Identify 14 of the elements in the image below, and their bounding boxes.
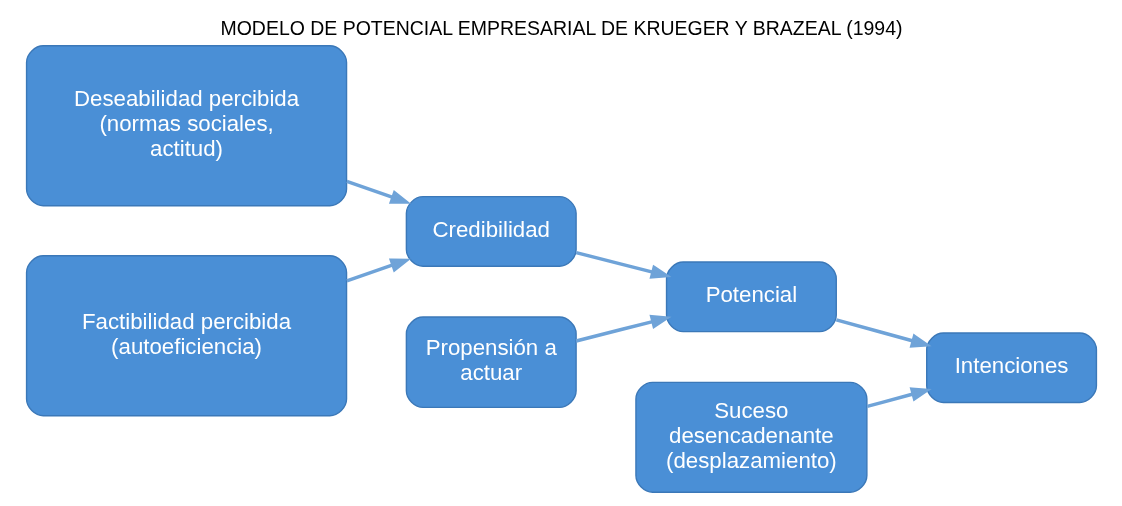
arrow [345,179,411,204]
node-box: Suceso desencadenante (desplazamiento) [634,381,868,493]
node-box: Credibilidad [405,195,577,267]
diagram-title: MODELO DE POTENCIAL EMPRESARIAL DE KRUEGER Y BRAZEAL (1994) [220,16,902,39]
node-box: Factibilidad percibida (autoeficiencia) [25,255,347,417]
node-box: Intenciones [925,332,1097,404]
arrow [866,387,932,409]
node-box: Deseabilidad percibida (normas sociales, actitud) [25,45,347,207]
arrow [575,251,672,279]
arrow [575,314,672,343]
arrow [345,258,411,283]
node-box: Potencial [665,261,837,333]
node-box: Propensión a actuar [405,316,577,409]
arrow [835,318,932,348]
